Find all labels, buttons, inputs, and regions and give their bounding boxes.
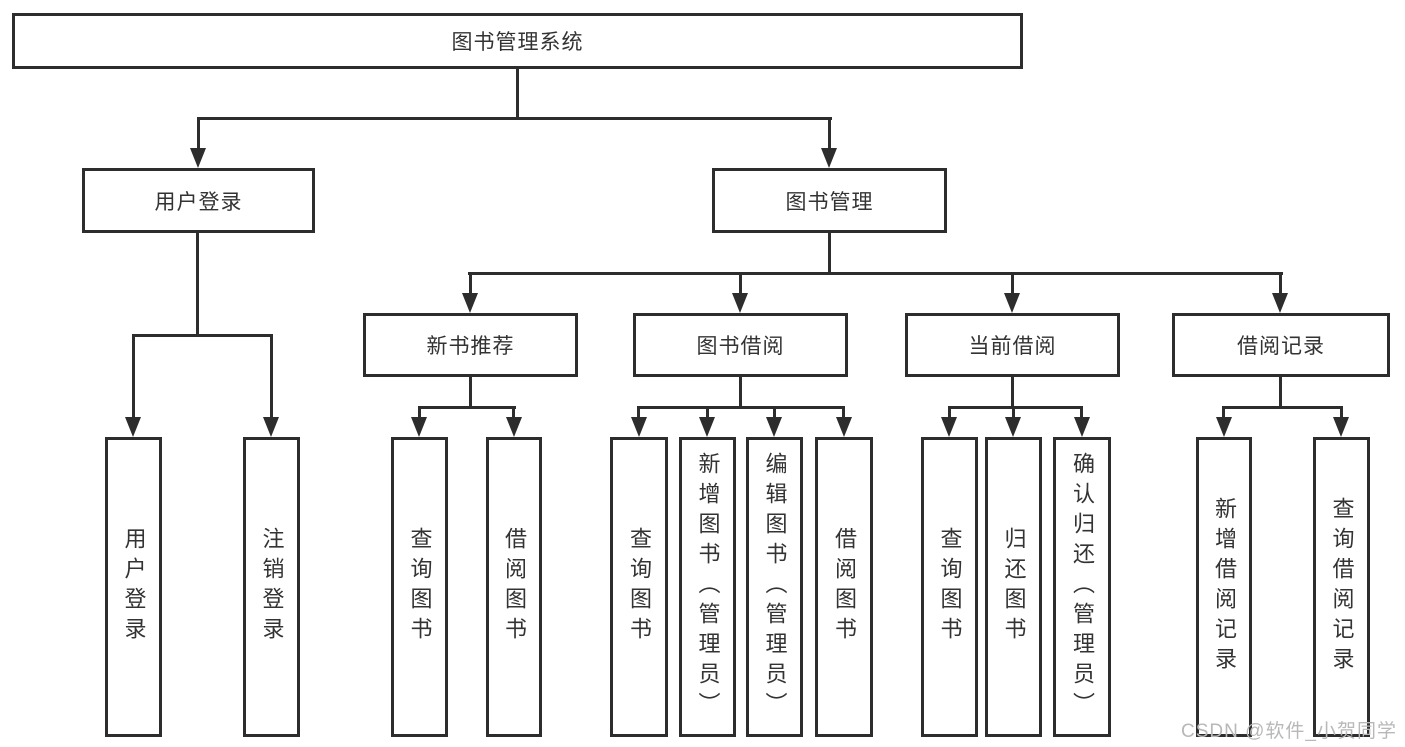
arrow-down-icon <box>1074 417 1090 437</box>
arrow-down-icon <box>941 417 957 437</box>
connector-line <box>197 117 832 120</box>
connector-line <box>1279 272 1282 296</box>
node-leaf-br-query-record-label: 查询借阅记录 <box>1329 497 1355 677</box>
node-leaf-nb-query-book-label: 查询图书 <box>407 527 433 647</box>
connector-line <box>197 117 200 150</box>
connector-line <box>739 377 742 407</box>
connector-line <box>1011 377 1014 407</box>
connector-line <box>516 69 519 120</box>
connector-line <box>1222 406 1225 419</box>
connector-line <box>132 334 273 337</box>
node-leaf-bb-add-book: 新增图书（管理员） <box>679 437 736 737</box>
connector-line <box>1080 406 1083 419</box>
connector-line <box>418 406 516 409</box>
arrow-down-icon <box>1004 293 1020 313</box>
connector-line <box>842 406 845 419</box>
arrow-down-icon <box>821 148 837 168</box>
node-book-borrow: 图书借阅 <box>633 313 848 377</box>
node-user-login-label: 用户登录 <box>154 190 243 214</box>
node-leaf-logout-label: 注销登录 <box>259 527 285 647</box>
node-leaf-bb-query-book-label: 查询图书 <box>627 527 652 647</box>
connector-line <box>1012 406 1015 419</box>
arrow-down-icon <box>1216 417 1232 437</box>
connector-line <box>1222 406 1343 409</box>
arrow-down-icon <box>836 417 852 437</box>
node-leaf-user-login: 用户登录 <box>105 437 162 737</box>
node-leaf-cb-query-book-label: 查询图书 <box>937 527 963 647</box>
node-book-management-label: 图书管理 <box>785 190 874 214</box>
arrow-down-icon <box>506 417 522 437</box>
connector-line <box>132 334 135 417</box>
connector-line <box>706 406 709 419</box>
node-leaf-nb-query-book: 查询图书 <box>391 437 448 737</box>
node-leaf-br-add-record: 新增借阅记录 <box>1196 437 1252 737</box>
node-leaf-bb-borrow-book-label: 借阅图书 <box>832 527 857 647</box>
arrow-down-icon <box>631 417 647 437</box>
connector-line <box>196 233 199 335</box>
node-user-login: 用户登录 <box>82 168 315 233</box>
arrow-down-icon <box>1005 417 1021 437</box>
node-leaf-nb-borrow-book-label: 借阅图书 <box>502 527 527 647</box>
node-current-borrow-label: 当前借阅 <box>968 335 1057 358</box>
node-leaf-bb-edit-book-label: 编辑图书（管理员） <box>762 452 788 722</box>
node-new-book-recommend: 新书推荐 <box>363 313 578 377</box>
node-leaf-cb-return-book: 归还图书 <box>985 437 1042 737</box>
node-root-label: 图书管理系统 <box>451 31 584 54</box>
node-leaf-cb-query-book: 查询图书 <box>921 437 978 737</box>
connector-line <box>418 406 421 419</box>
node-leaf-user-login-label: 用户登录 <box>121 527 147 647</box>
node-book-borrow-label: 图书借阅 <box>696 335 785 358</box>
node-leaf-bb-borrow-book: 借阅图书 <box>815 437 873 737</box>
arrow-down-icon <box>125 417 141 437</box>
connector-line <box>828 233 831 273</box>
arrow-down-icon <box>1272 293 1288 313</box>
connector-line <box>512 406 515 419</box>
node-root: 图书管理系统 <box>12 13 1023 69</box>
node-leaf-logout: 注销登录 <box>243 437 300 737</box>
node-current-borrow: 当前借阅 <box>905 313 1120 377</box>
connector-line <box>1279 377 1282 407</box>
connector-line <box>637 406 845 409</box>
arrow-down-icon <box>699 417 715 437</box>
node-leaf-cb-confirm-return-label: 确认归还（管理员） <box>1070 452 1095 722</box>
connector-line <box>1340 406 1343 419</box>
node-leaf-bb-add-book-label: 新增图书（管理员） <box>695 452 721 722</box>
connector-line <box>948 406 951 419</box>
node-leaf-br-add-record-label: 新增借阅记录 <box>1212 497 1237 677</box>
connector-line <box>773 406 776 419</box>
arrow-down-icon <box>263 417 279 437</box>
arrow-down-icon <box>462 293 478 313</box>
node-leaf-cb-confirm-return: 确认归还（管理员） <box>1053 437 1111 737</box>
node-leaf-nb-borrow-book: 借阅图书 <box>486 437 542 737</box>
node-book-management: 图书管理 <box>712 168 947 233</box>
connector-line <box>1011 272 1014 296</box>
arrow-down-icon <box>766 417 782 437</box>
connector-line <box>637 406 640 419</box>
node-leaf-bb-edit-book: 编辑图书（管理员） <box>746 437 803 737</box>
connector-line <box>739 272 742 296</box>
arrow-down-icon <box>190 148 206 168</box>
connector-line <box>828 117 831 150</box>
connector-line <box>469 377 472 407</box>
connector-line <box>468 272 1283 275</box>
node-leaf-bb-query-book: 查询图书 <box>610 437 668 737</box>
node-borrow-record-label: 借阅记录 <box>1237 335 1325 358</box>
connector-line <box>469 272 472 296</box>
arrow-down-icon <box>1333 417 1349 437</box>
node-borrow-record: 借阅记录 <box>1172 313 1390 377</box>
connector-line <box>270 334 273 417</box>
node-leaf-br-query-record: 查询借阅记录 <box>1313 437 1370 737</box>
node-leaf-cb-return-book-label: 归还图书 <box>1001 527 1027 647</box>
arrow-down-icon <box>732 293 748 313</box>
node-new-book-recommend-label: 新书推荐 <box>426 335 515 358</box>
connector-line <box>948 406 1082 409</box>
watermark-text: CSDN @软件_小贺同学 <box>1181 721 1397 742</box>
arrow-down-icon <box>411 417 427 437</box>
